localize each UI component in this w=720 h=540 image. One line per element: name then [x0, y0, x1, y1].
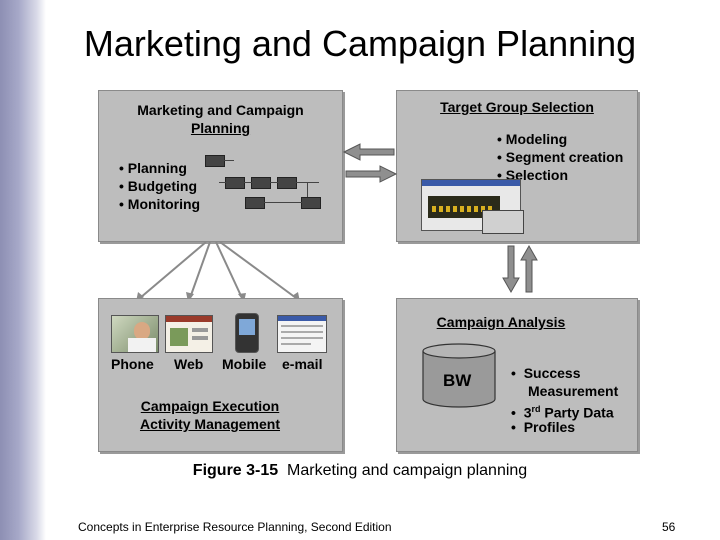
hierarchy-block — [225, 177, 245, 189]
hierarchy-block — [301, 197, 321, 209]
campaign-analysis-panel: Campaign Analysis BW • Success Measureme… — [396, 298, 638, 452]
target-item: • Modeling — [497, 131, 568, 147]
footer-source: Concepts in Enterprise Resource Planning… — [78, 520, 392, 534]
arrow-left — [342, 143, 395, 161]
planning-item: • Budgeting — [119, 178, 197, 194]
channel-label-email: e-mail — [282, 356, 323, 372]
execution-title-line1: Campaign Execution — [140, 398, 280, 414]
hierarchy-block — [205, 155, 225, 167]
page-number: 56 — [662, 520, 676, 534]
bw-label: BW — [443, 371, 472, 390]
analysis-bullet: • — [511, 365, 516, 381]
phone-agent-image — [111, 315, 159, 353]
target-item: • Segment creation — [497, 149, 624, 165]
panel-arrows — [342, 143, 398, 183]
figure-caption: Figure 3-15 Marketing and campaign plann… — [0, 462, 720, 480]
hierarchy-block — [277, 177, 297, 189]
arrow-up — [520, 244, 538, 293]
bw-database-icon — [422, 343, 496, 408]
planning-panel: Marketing and Campaign Planning • Planni… — [98, 90, 343, 242]
hierarchy-block — [245, 197, 265, 209]
execution-title-line2: Activity Management — [139, 416, 281, 432]
analysis-item: • Profiles — [511, 419, 576, 435]
hierarchy-connector — [264, 202, 304, 203]
segmentation-screenshot — [421, 179, 524, 234]
planning-item: • Monitoring — [119, 196, 201, 212]
planning-item: • Planning — [119, 160, 187, 176]
mobile-device-image — [235, 313, 259, 353]
channel-label-phone: Phone — [111, 356, 154, 372]
hierarchy-block — [251, 177, 271, 189]
arrow-down — [502, 245, 520, 294]
slide-title: Marketing and Campaign Planning — [83, 23, 637, 64]
figure-caption-text: Marketing and campaign planning — [287, 462, 528, 479]
target-group-title: Target Group Selection — [440, 99, 594, 115]
fanout-arrows — [136, 241, 300, 302]
hierarchy-connector — [219, 182, 319, 183]
hierarchy-connector — [224, 160, 234, 161]
analysis-item: • Success — [511, 365, 581, 381]
planning-panel-title-line1: Marketing and Campaign — [137, 102, 304, 118]
planning-panel-title-line2: Planning — [190, 120, 251, 136]
web-page-image — [165, 315, 213, 353]
channel-label-web: Web — [174, 356, 204, 372]
target-group-panel: Target Group Selection • Modeling • Segm… — [396, 90, 638, 242]
analysis-item: Measurement — [528, 383, 619, 399]
vertical-arrows — [502, 244, 538, 294]
channel-label-mobile: Mobile — [222, 356, 267, 372]
email-window-image — [277, 315, 327, 353]
campaign-analysis-title: Campaign Analysis — [436, 314, 566, 330]
arrow-right — [345, 165, 398, 183]
figure-number: Figure 3-15 — [192, 462, 279, 479]
campaign-execution-panel: Phone Web Mobile e-mail Campaign Executi… — [98, 298, 343, 452]
hierarchy-connector — [307, 182, 308, 203]
side-stripe — [0, 0, 46, 540]
analysis-item: • 3rd Party Data — [511, 404, 614, 421]
